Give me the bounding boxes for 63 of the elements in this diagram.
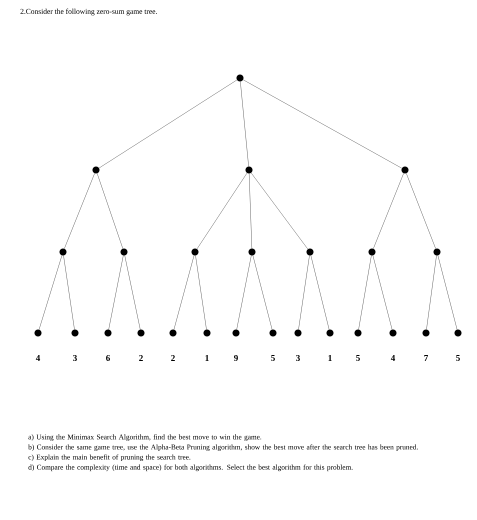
tree-edge bbox=[108, 255, 124, 330]
node-value: 4 bbox=[390, 355, 396, 361]
tree-edge bbox=[358, 255, 372, 330]
tree-edge bbox=[240, 81, 249, 167]
tree-edge bbox=[98, 80, 238, 168]
node-value: 2 bbox=[139, 355, 143, 361]
tree-node bbox=[246, 166, 252, 174]
tree-node bbox=[120, 248, 128, 256]
tree-edge bbox=[96, 173, 124, 249]
tree-node bbox=[454, 330, 462, 336]
tree-edge bbox=[250, 172, 308, 250]
tree-node bbox=[422, 330, 430, 336]
node-value: 3 bbox=[296, 354, 300, 362]
tree-node bbox=[306, 248, 314, 256]
tree-edge bbox=[196, 172, 248, 250]
tree-node bbox=[402, 166, 408, 174]
node-value: 7 bbox=[424, 355, 428, 361]
node-value: 5 bbox=[356, 355, 360, 361]
tree-edge bbox=[438, 255, 458, 330]
tree-edge bbox=[426, 255, 437, 330]
tree-node bbox=[170, 330, 176, 336]
tree-edge bbox=[373, 173, 404, 249]
tree-node bbox=[390, 330, 396, 336]
node-value: 5 bbox=[271, 355, 275, 361]
tree-node bbox=[270, 330, 276, 336]
tree-node bbox=[354, 330, 362, 336]
tree-edge bbox=[406, 173, 436, 249]
tree-node bbox=[434, 248, 440, 256]
tree-node bbox=[368, 248, 376, 256]
tree-edge bbox=[195, 255, 207, 330]
tree-node bbox=[326, 330, 334, 336]
tree-node bbox=[60, 248, 66, 256]
node-value: 5 bbox=[456, 355, 460, 361]
tree-node bbox=[104, 330, 112, 336]
tree-node bbox=[236, 74, 244, 82]
tree-node bbox=[248, 248, 256, 256]
tree-edge bbox=[236, 255, 252, 330]
node-value: 2 bbox=[171, 355, 175, 361]
tree-node bbox=[92, 166, 100, 174]
tree-edge bbox=[298, 255, 310, 330]
tree-edge bbox=[124, 255, 140, 330]
tree-node bbox=[192, 248, 198, 256]
tree-edge bbox=[63, 255, 75, 330]
tree-edge bbox=[310, 255, 330, 330]
tree-edge bbox=[252, 255, 272, 330]
tree-edge bbox=[64, 173, 95, 249]
tree-edge bbox=[372, 255, 392, 330]
node-value: 1 bbox=[205, 355, 209, 361]
tree-node bbox=[232, 330, 240, 336]
node-value: 1 bbox=[328, 355, 332, 361]
tree-edge bbox=[242, 80, 402, 168]
tree-edge bbox=[248, 173, 252, 249]
node-value: 6 bbox=[106, 354, 110, 362]
tree-edge bbox=[38, 255, 62, 330]
tree-node bbox=[294, 330, 302, 336]
tree-edge bbox=[174, 255, 194, 330]
tree-node bbox=[72, 330, 78, 336]
tree-node bbox=[138, 330, 144, 336]
tree-node bbox=[204, 330, 210, 336]
tree-node bbox=[34, 330, 42, 336]
node-value: 9 bbox=[234, 354, 238, 362]
node-value: 4 bbox=[36, 355, 40, 361]
node-value: 3 bbox=[73, 354, 77, 362]
